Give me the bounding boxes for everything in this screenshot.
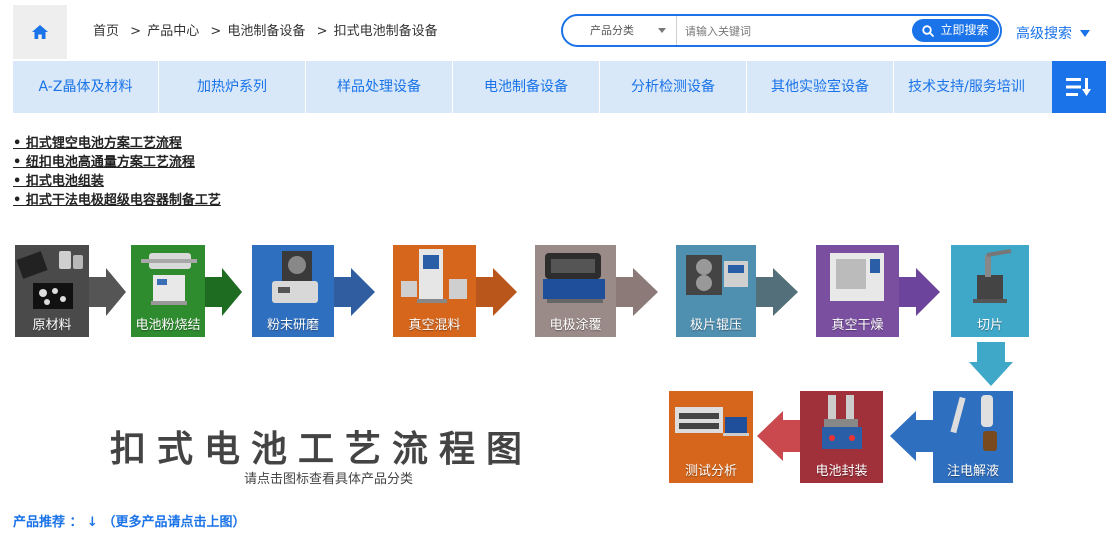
search-box: 产品分类 立即搜索 (561, 14, 1002, 47)
tube-furnace-icon (141, 253, 197, 305)
flow-step-label: 电池封装 (815, 464, 868, 479)
flow-step-label: 测试分析 (684, 464, 737, 479)
flow-subtitle: 请点击图标查看具体产品分类 (244, 472, 414, 487)
flow-arrow (476, 268, 517, 316)
ball-mill-icon (272, 251, 318, 303)
vacuum-oven-icon (830, 253, 884, 301)
breadcrumb-separator: > (130, 24, 142, 39)
flow-arrow (757, 411, 800, 461)
link-lithium-air-process[interactable]: • 扣式锂空电池方案工艺流程 (13, 136, 182, 151)
vacuum-mixer-icon (401, 249, 467, 303)
breadcrumb-coin-cell-equipment[interactable]: 扣式电池制备设备 (333, 24, 438, 39)
coater-icon (543, 253, 605, 303)
search-icon (922, 24, 935, 37)
nav-item-battery-equipment[interactable]: 电池制备设备 (453, 61, 600, 113)
flow-step-vacuum-mixing[interactable]: 真空混料 (393, 245, 476, 337)
link-coin-cell-assembly[interactable]: • 扣式电池组装 (13, 174, 104, 189)
flow-step-label: 切片 (976, 318, 1003, 333)
flow-step-label: 原材料 (32, 318, 72, 333)
flow-arrow (89, 268, 126, 316)
product-recommend-label: 产品推荐 ： ↓ （更多产品请点击上图） (13, 515, 246, 530)
flow-step-label: 真空干燥 (831, 318, 884, 333)
nav-item-sample-prep[interactable]: 样品处理设备 (306, 61, 453, 113)
nav-item-crystals[interactable]: A-Z晶体及材料 (13, 61, 159, 113)
flow-arrow (899, 268, 940, 316)
flow-title: 扣式电池工艺流程图 (110, 428, 534, 470)
flow-step-label: 粉末研磨 (266, 318, 319, 333)
chevron-down-icon (658, 28, 666, 33)
caret-down-icon (1080, 29, 1090, 37)
link-high-throughput-process[interactable]: • 纽扣电池高通量方案工艺流程 (13, 155, 195, 170)
breadcrumb-separator: > (210, 24, 222, 39)
raw-materials-icon (16, 251, 83, 309)
nav-item-lab-equipment[interactable]: 其他实验室设备 (747, 61, 894, 113)
search-category-select[interactable]: 产品分类 (563, 16, 677, 45)
flow-step-label: 注电解液 (946, 464, 999, 479)
search-button-label: 立即搜索 (940, 23, 989, 37)
flow-step-vacuum-drying[interactable]: 真空干燥 (816, 245, 899, 337)
flow-step-powder-sintering[interactable]: 电池粉烧结 (131, 245, 205, 337)
advanced-search-link[interactable]: 高级搜索 (1016, 23, 1090, 43)
flow-arrow (890, 411, 933, 461)
crimping-machine-icon (822, 395, 862, 449)
flow-arrow (334, 268, 375, 316)
process-links: • 扣式锂空电池方案工艺流程 • 纽扣电池高通量方案工艺流程 • 扣式电池组装 … (13, 134, 221, 210)
nav-item-furnaces[interactable]: 加热炉系列 (159, 61, 306, 113)
flow-step-raw-materials[interactable]: 原材料 (15, 245, 89, 337)
flow-arrow (969, 342, 1013, 386)
flow-step-label: 电池粉烧结 (135, 318, 201, 333)
search-button[interactable]: 立即搜索 (912, 19, 999, 42)
roller-press-icon (686, 255, 748, 295)
flow-arrow (756, 268, 798, 316)
search-input[interactable] (685, 22, 905, 40)
flow-step-powder-grinding[interactable]: 粉末研磨 (252, 245, 334, 337)
flow-step-electrolyte-injection[interactable]: 注电解液 (933, 391, 1013, 483)
main-nav: A-Z晶体及材料 加热炉系列 样品处理设备 电池制备设备 分析检测设备 其他实验… (13, 61, 1106, 113)
battery-tester-icon (675, 407, 749, 436)
punch-cutter-icon (973, 249, 1012, 303)
flow-step-electrode-rolling[interactable]: 极片辊压 (676, 245, 756, 337)
breadcrumb-separator: > (316, 24, 328, 39)
link-dry-electrode-supercap[interactable]: • 扣式干法电极超级电容器制备工艺 (13, 193, 221, 208)
home-button[interactable] (13, 5, 67, 59)
flow-step-label: 电极涂覆 (549, 318, 602, 333)
pipette-icon (950, 395, 997, 451)
home-icon (32, 25, 48, 39)
flow-arrow (616, 268, 658, 316)
nav-item-analysis[interactable]: 分析检测设备 (600, 61, 747, 113)
nav-menu-button[interactable] (1052, 61, 1106, 113)
list-sort-icon (1066, 78, 1091, 96)
top-bar: 首页 > 产品中心 > 电池制备设备 > 扣式电池制备设备 产品分类 立即搜索 … (0, 0, 1119, 60)
flow-step-electrode-coating[interactable]: 电极涂覆 (535, 245, 616, 337)
breadcrumb-products[interactable]: 产品中心 (147, 24, 200, 39)
flow-arrow (205, 268, 242, 316)
nav-item-support[interactable]: 技术支持/服务培训 (908, 79, 1025, 95)
flow-step-battery-sealing[interactable]: 电池封装 (800, 391, 883, 483)
flow-step-label: 极片辊压 (689, 318, 742, 333)
breadcrumb-home[interactable]: 首页 (93, 24, 120, 39)
search-category-label: 产品分类 (590, 24, 634, 37)
breadcrumb: 首页 > 产品中心 > 电池制备设备 > 扣式电池制备设备 (93, 20, 440, 39)
flow-step-slicing[interactable]: 切片 (951, 245, 1029, 337)
flow-step-test-analysis[interactable]: 测试分析 (669, 391, 753, 483)
breadcrumb-battery-equipment[interactable]: 电池制备设备 (227, 24, 306, 39)
advanced-search-label: 高级搜索 (1016, 26, 1072, 42)
flow-step-label: 真空混料 (408, 318, 461, 333)
